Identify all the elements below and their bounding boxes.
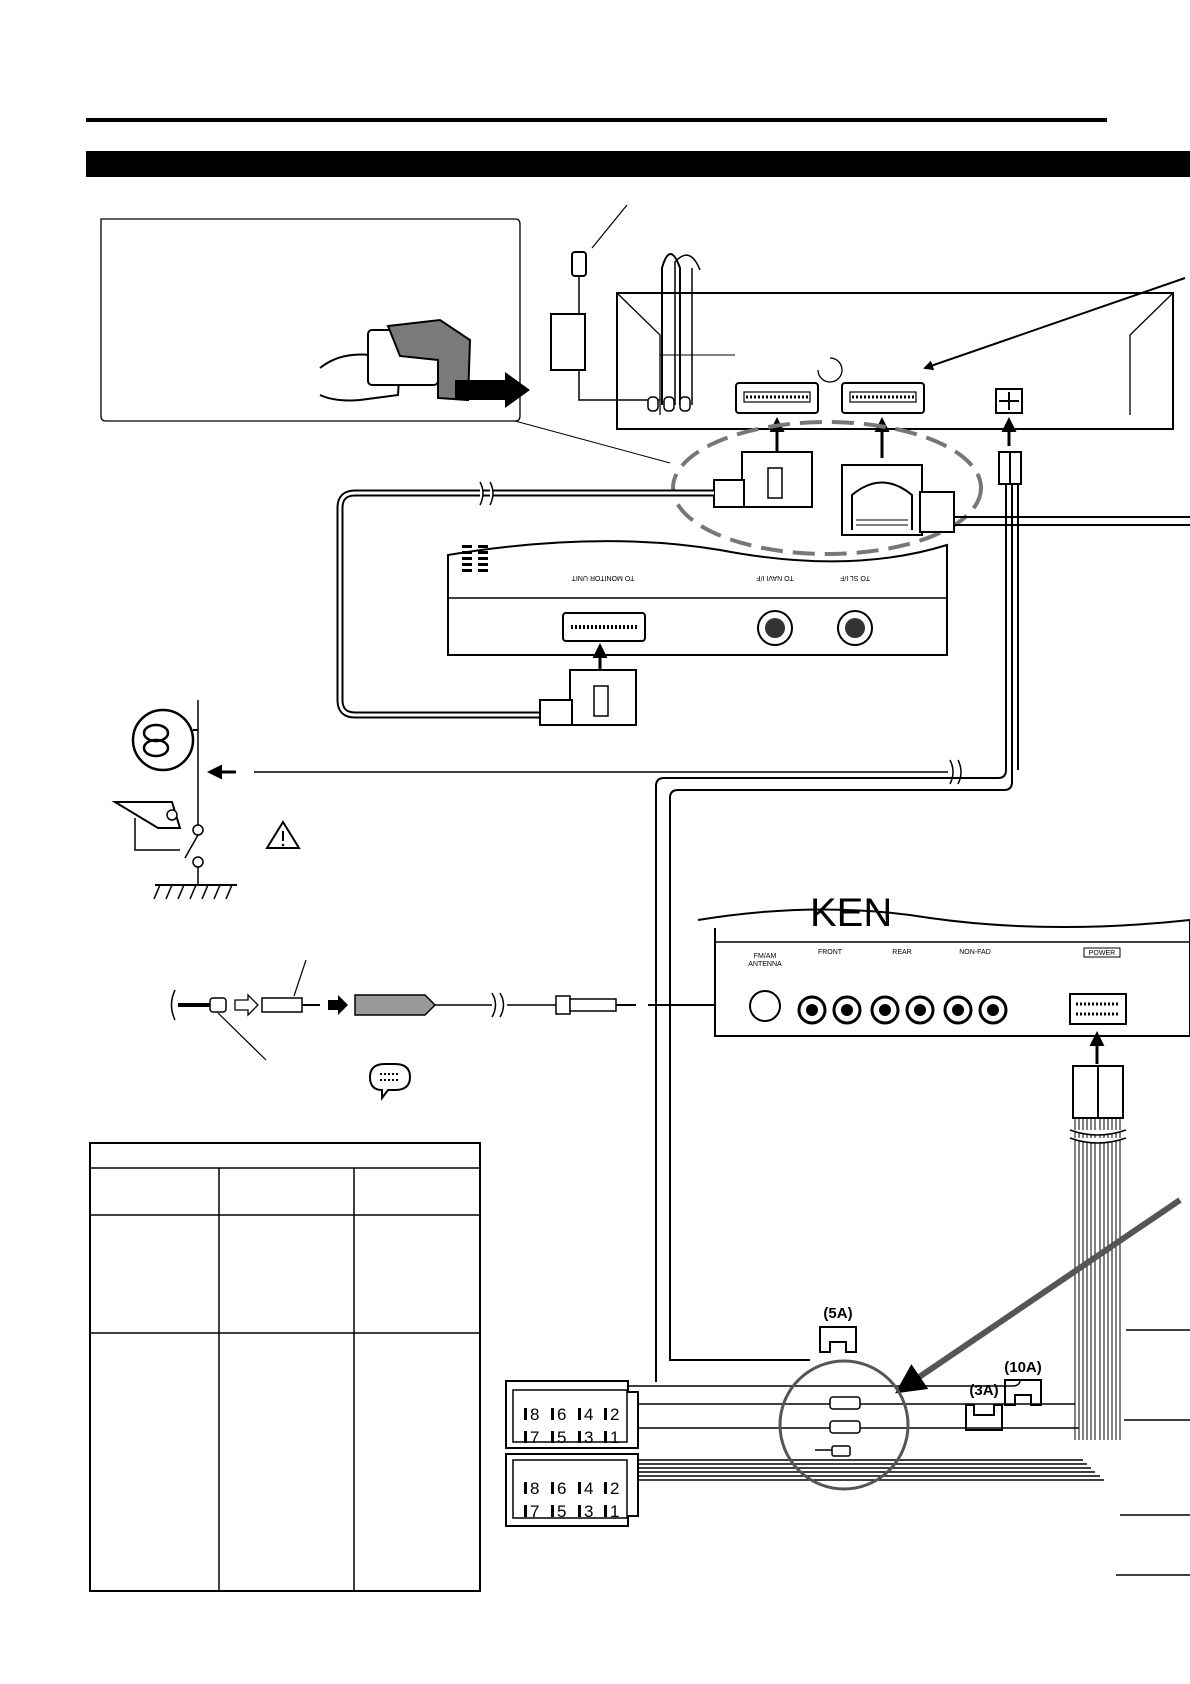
non-fad-label: NON-FAD [959, 949, 991, 956]
power-plug-small [998, 451, 1022, 485]
fm-am-label-2: ANTENNA [748, 961, 782, 968]
fuse-3a-label: (3A) [969, 1382, 998, 1399]
iso-pin: 7 [530, 1502, 539, 1521]
connector-port-left [735, 382, 819, 414]
iso-pin: 5 [557, 1428, 566, 1447]
release-callout [100, 218, 671, 464]
iso-pin: 2 [610, 1405, 619, 1424]
antenna-adapter-chain [170, 959, 742, 1061]
iso-pin: 7 [530, 1428, 539, 1447]
fuse-5a-label: (5A) [823, 1305, 852, 1322]
plug-monitor-unit [539, 669, 637, 726]
iso-pin: 5 [557, 1502, 566, 1521]
iso-pin: 4 [584, 1479, 593, 1498]
iso-pin: 3 [584, 1428, 593, 1447]
gps-antenna-lead [550, 204, 701, 412]
iso-pin: 8 [530, 1405, 539, 1424]
port-label-navi-if: TO NAVI I/F [756, 574, 793, 581]
warning-icon [265, 820, 301, 849]
power-port-small [995, 388, 1023, 414]
navigation-unit [616, 277, 1186, 430]
ground-icon [153, 884, 237, 900]
monitor-interface-box: TO MONITOR UNIT TO NAVI I/F TO SL I/F [447, 540, 948, 656]
iso-connector: 8 6 4 2 7 5 3 1 8 6 4 2 7 5 3 1 [505, 1380, 639, 1527]
iso-pin: 6 [557, 1479, 566, 1498]
fuse-10a: (10A) [1004, 1359, 1042, 1406]
port-label-monitor-unit: TO MONITOR UNIT [571, 574, 634, 581]
front-label: FRONT [818, 949, 843, 956]
wire-table [89, 1142, 481, 1592]
power-harness [1069, 1065, 1190, 1576]
fuse-3a: (3A) [965, 1382, 1003, 1431]
brand-fragment: KEN [810, 891, 892, 935]
speech-bubble-icon [368, 1063, 412, 1101]
fuse-10a-label: (10A) [1004, 1359, 1042, 1376]
iso-pin: 1 [610, 1428, 619, 1447]
plug-left [713, 451, 813, 508]
iso-pin: 2 [610, 1479, 619, 1498]
connector-port-right [841, 382, 925, 414]
fuse-5a: (5A) [819, 1305, 857, 1353]
header-rule [86, 118, 1107, 122]
iso-pin: 8 [530, 1479, 539, 1498]
iso-pin: 3 [584, 1502, 593, 1521]
connector-release-illustration [319, 318, 530, 408]
inline-connectors [778, 1359, 910, 1491]
section-bar [86, 151, 1190, 177]
receiver-back-panel: KEN FM/AM ANTENNA FRONT REAR NON-FAD POW… [697, 891, 1190, 1037]
iso-pin: 1 [610, 1502, 619, 1521]
iso-pin: 4 [584, 1405, 593, 1424]
rear-label: REAR [892, 949, 911, 956]
plug-right [841, 464, 955, 536]
power-label: POWER [1089, 950, 1115, 957]
fm-am-label-1: FM/AM [754, 953, 777, 960]
iso-pin: 6 [557, 1405, 566, 1424]
parking-brake-switch-icon [111, 700, 204, 885]
port-label-sl-if: TO SL I/F [840, 574, 870, 581]
connector-highlight [671, 420, 983, 556]
